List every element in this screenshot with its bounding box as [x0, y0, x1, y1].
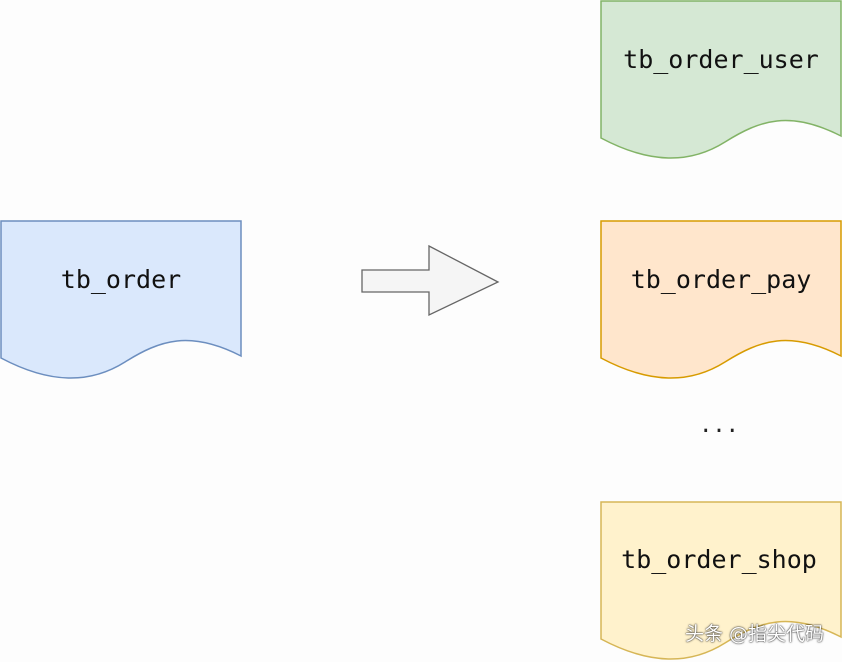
source-table-document: tb_order	[0, 220, 242, 379]
target-document-shape	[600, 501, 842, 660]
target-document-shape	[600, 220, 842, 379]
source-table-label: tb_order	[61, 265, 181, 294]
target-table-label: tb_order_user	[623, 45, 819, 74]
target-table-document: tb_order_shop	[600, 501, 842, 660]
target-table-label: tb_order_pay	[631, 265, 812, 294]
ellipsis-text: ...	[699, 413, 739, 438]
target-table-label: tb_order_shop	[621, 545, 817, 574]
source-document-shape	[0, 220, 242, 379]
target-table-document: tb_order_user	[600, 0, 842, 159]
watermark-text: 头条 @指尖代码	[684, 623, 824, 645]
split-arrow	[361, 244, 500, 317]
target-table-document: tb_order_pay	[600, 220, 842, 379]
target-document-shape	[600, 0, 842, 159]
